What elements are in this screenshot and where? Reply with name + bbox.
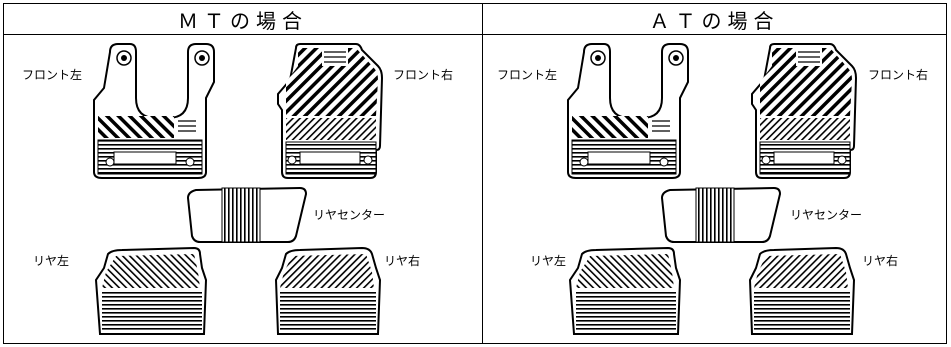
mt-label-front-right: フロント右 [393, 68, 454, 82]
mt-mat-rear-center [187, 187, 307, 243]
mt-mat-front-left [93, 43, 215, 179]
header-divider [3, 34, 947, 35]
mt-header: ＭＴの場合 [178, 8, 308, 33]
at-header: ＡＴの場合 [649, 8, 780, 33]
at-mat-front-left [567, 43, 689, 179]
column-divider [482, 3, 483, 344]
at-label-front-left: フロント左 [497, 68, 558, 82]
mt-label-rear-right: リヤ右 [384, 254, 421, 268]
mt-label-rear-left: リヤ左 [33, 254, 70, 268]
at-mat-rear-center [661, 187, 781, 243]
mt-label-rear-center: リヤセンター [313, 208, 386, 222]
mt-mat-diagram [93, 43, 383, 335]
at-mat-rear-right [749, 247, 855, 335]
at-label-rear-right: リヤ右 [862, 254, 899, 268]
mt-mat-front-right [277, 43, 383, 179]
at-mat-diagram [567, 43, 857, 335]
at-mat-rear-left [569, 247, 681, 335]
mt-label-front-left: フロント左 [22, 68, 83, 82]
at-mat-front-right [751, 43, 857, 179]
table-frame [3, 3, 947, 344]
mt-mat-rear-right [275, 247, 381, 335]
at-label-front-right: フロント右 [868, 68, 929, 82]
mt-mat-rear-left [95, 247, 207, 335]
at-label-rear-center: リヤセンター [790, 208, 863, 222]
at-label-rear-left: リヤ左 [530, 254, 567, 268]
